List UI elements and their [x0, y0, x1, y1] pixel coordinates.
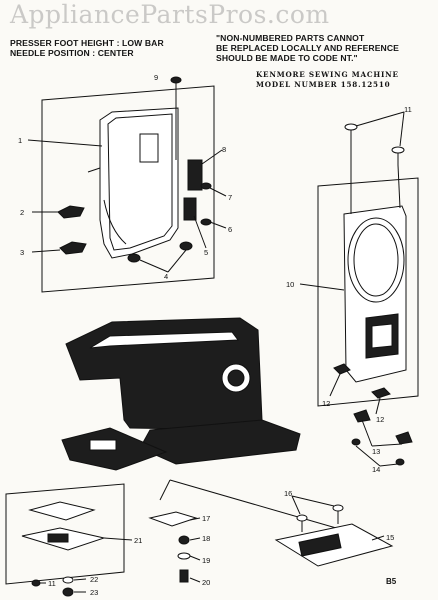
- front-cover[interactable]: [99, 107, 179, 259]
- needle-position-text: NEEDLE POSITION : CENTER: [10, 48, 134, 58]
- note-line-3: SHOULD BE MADE TO CODE NT.": [216, 53, 358, 63]
- callout-8: 8: [222, 145, 226, 154]
- callout-12a: 12: [322, 399, 330, 408]
- non-numbered-parts-note: "NON-NUMBERED PARTS CANNOT BE REPLACED L…: [216, 33, 399, 63]
- watermark: AppliancePartsPros.com: [10, 0, 330, 29]
- callout-7: 7: [228, 193, 232, 202]
- callout-9: 9: [154, 73, 158, 82]
- callout-15: 15: [386, 533, 394, 542]
- callout-23: 23: [90, 588, 98, 597]
- callout-1: 1: [18, 136, 22, 145]
- callout-18: 18: [202, 534, 210, 543]
- callout-4: 4: [164, 272, 168, 281]
- front-cover-group: [27, 76, 227, 293]
- callout-14: 14: [372, 465, 380, 474]
- screw-11c[interactable]: [31, 579, 41, 587]
- screw-11a[interactable]: [344, 123, 358, 131]
- washer-18[interactable]: [178, 535, 190, 545]
- callout-12b: 12: [376, 415, 384, 424]
- callout-16: 16: [284, 489, 292, 498]
- callout-17: 17: [202, 514, 210, 523]
- plate-box: [5, 483, 125, 585]
- screw-7[interactable]: [200, 182, 212, 190]
- nut-23[interactable]: [62, 587, 74, 597]
- thread-guide-5[interactable]: [183, 197, 197, 221]
- callout-labels: 1 2 3 4 5 6 7 8 9 10 11 12 12 13 14 15 1…: [18, 73, 412, 597]
- bracket[interactable]: [139, 133, 159, 163]
- model-brand-text: KENMORE SEWING MACHINE: [256, 70, 399, 79]
- hinge-13a[interactable]: [353, 409, 371, 423]
- callout-21: 21: [134, 536, 142, 545]
- screw-20[interactable]: [179, 569, 189, 583]
- washer-19[interactable]: [177, 552, 191, 560]
- callout-2: 2: [20, 208, 24, 217]
- foot-4a[interactable]: [127, 253, 141, 263]
- presser-foot-note: PRESSER FOOT HEIGHT : LOW BAR NEEDLE POS…: [10, 38, 164, 58]
- callout-3: 3: [20, 248, 24, 257]
- rear-cover-box: [317, 177, 419, 407]
- screw-14a[interactable]: [351, 438, 361, 446]
- rear-cover-group: [299, 111, 419, 467]
- presser-foot-height-text: PRESSER FOOT HEIGHT : LOW BAR: [10, 38, 164, 48]
- callout-11: 11: [404, 105, 412, 114]
- screw-16b[interactable]: [332, 504, 344, 512]
- plate-group: [5, 483, 133, 597]
- callout-6: 6: [228, 225, 232, 234]
- callout-20: 20: [202, 578, 210, 587]
- hinge-12b[interactable]: [371, 387, 391, 399]
- note-line-2: BE REPLACED LOCALLY AND REFERENCE: [216, 43, 399, 53]
- button-2[interactable]: [57, 205, 85, 219]
- thread-guide-8[interactable]: [187, 159, 203, 191]
- bracket-17[interactable]: [148, 511, 198, 527]
- note-line-1: "NON-NUMBERED PARTS CANNOT: [216, 33, 365, 43]
- callout-10: 10: [286, 280, 294, 289]
- model-info: KENMORE SEWING MACHINE MODEL NUMBER 158.…: [256, 70, 399, 90]
- screw-6[interactable]: [200, 218, 212, 226]
- hinge-13b[interactable]: [395, 431, 413, 445]
- base-plate-group: [274, 495, 394, 567]
- callout-11-bottom: 11: [48, 579, 56, 588]
- callout-19: 19: [202, 556, 210, 565]
- screw-14b[interactable]: [395, 458, 405, 466]
- washer-22[interactable]: [62, 576, 74, 584]
- plate-top[interactable]: [28, 501, 96, 521]
- callout-22: 22: [90, 575, 98, 584]
- callout-13: 13: [372, 447, 380, 456]
- callout-5: 5: [204, 248, 208, 257]
- machine-body-group: [61, 317, 351, 533]
- button-3[interactable]: [59, 241, 87, 255]
- model-number-text: MODEL NUMBER 158.12510: [256, 80, 391, 89]
- screw-16a[interactable]: [296, 514, 308, 522]
- hinge-12a[interactable]: [333, 363, 351, 375]
- front-cover-box: [41, 85, 215, 293]
- foot-4b[interactable]: [179, 241, 193, 251]
- screw-9[interactable]: [170, 76, 182, 84]
- screw-11b[interactable]: [391, 146, 405, 154]
- bottom-hardware-group: [148, 511, 201, 583]
- page-code: B5: [386, 577, 397, 586]
